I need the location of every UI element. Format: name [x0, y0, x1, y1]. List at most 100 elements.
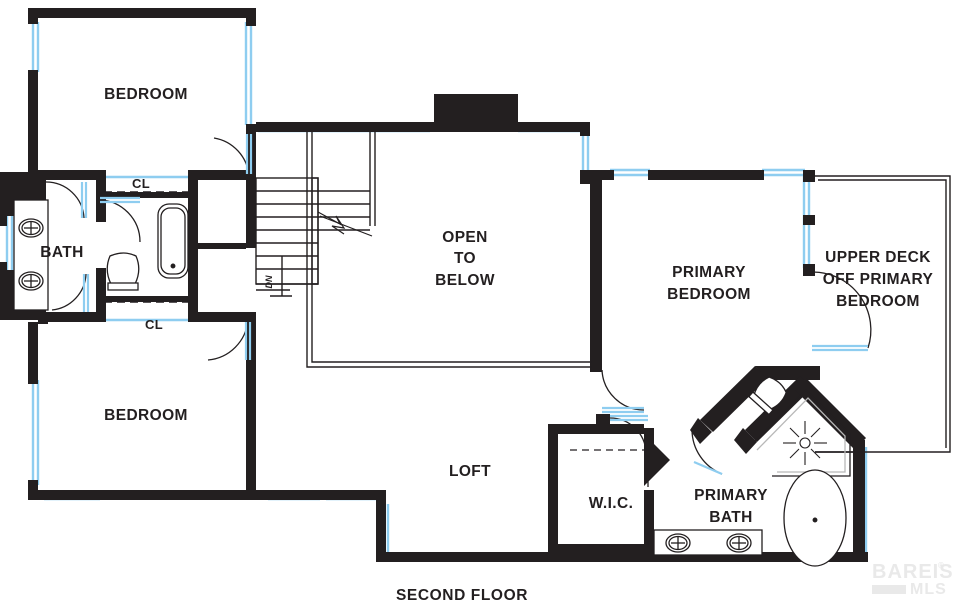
wall-ul-bed-right-upper — [246, 8, 256, 26]
wall-layer — [0, 8, 868, 562]
wall-loft-bottom-left — [256, 490, 384, 500]
wall-cl-lower-right — [188, 302, 198, 322]
label-primary-bedroom: PRIMARY BEDROOM — [667, 264, 751, 303]
wall-loft-step-vert — [376, 490, 386, 560]
wall-ll-bed-bottom — [28, 490, 256, 500]
vanity-primary-bath — [653, 529, 763, 556]
wall-cl-lower-top — [96, 296, 198, 302]
door-arc-bath-lower — [51, 273, 87, 311]
wall-bath-partition-left-b — [96, 268, 106, 302]
wall-loft-bottom — [376, 552, 554, 562]
wall-cl-upper-base — [96, 192, 198, 198]
wall-bath-bottom-run — [548, 552, 868, 562]
wall-wic-angled-nub — [644, 434, 670, 486]
sink-bath-upper — [18, 218, 44, 238]
wall-bath-jamb-bottom — [0, 262, 7, 272]
soaking-tub-primary-bath — [783, 469, 847, 567]
wall-pbath-top — [755, 366, 820, 380]
door-arc-primary-bedroom — [601, 369, 645, 411]
wall-pb-right-lower — [803, 264, 815, 276]
wall-pbath-diag-inner — [745, 376, 812, 442]
svg-text:PRIMARY: PRIMARY — [694, 487, 768, 504]
sink-bath-lower — [18, 271, 44, 291]
wall-bath-jamb-top — [0, 216, 7, 226]
wall-pb-top-mid — [648, 170, 764, 180]
wall-ul-bed-corner-tl — [28, 8, 38, 24]
toilet-bath — [106, 252, 140, 291]
page-title: SECOND FLOOR — [396, 587, 528, 604]
wall-hall-top — [198, 170, 256, 180]
room-label-layer: BEDROOM BEDROOM BATH CL CL OPEN TO BELOW… — [40, 86, 933, 526]
wall-pb-window-mullion — [803, 215, 815, 225]
door-leaf-primary-bath — [693, 460, 723, 476]
label-upper-deck: UPPER DECK OFF PRIMARY BEDROOM — [823, 249, 934, 310]
wall-pbath-corner-w — [690, 418, 712, 444]
svg-text:UPPER DECK: UPPER DECK — [825, 249, 931, 266]
wall-bath-bottom — [38, 312, 98, 322]
deck-outline-inner — [818, 179, 947, 448]
wall-cl-lower-left — [96, 302, 106, 322]
staircase — [255, 177, 373, 297]
wall-wic-jamb — [596, 414, 610, 426]
sink-primary-left — [665, 533, 691, 553]
stair-break-line — [319, 215, 373, 237]
wall-ul-bed-left-lower — [28, 70, 38, 175]
wall-top-band-corner — [580, 122, 590, 136]
svg-text:BATH: BATH — [709, 509, 753, 526]
wall-wic-bottom — [548, 544, 648, 554]
svg-text:OFF PRIMARY: OFF PRIMARY — [823, 271, 934, 288]
wall-pb-left — [590, 170, 602, 370]
svg-text:BELOW: BELOW — [435, 272, 495, 289]
wall-wic-left — [548, 424, 558, 554]
wall-cl-upper-left — [96, 170, 106, 192]
label-loft: LOFT — [449, 463, 491, 480]
svg-text:OPEN: OPEN — [442, 229, 488, 246]
wall-ll-bed-corner — [38, 312, 48, 324]
rail-open-to-below-outer — [306, 132, 592, 368]
sink-primary-right — [726, 533, 752, 553]
deck-outline-outer — [815, 175, 951, 453]
shower-drain-sunburst — [783, 421, 827, 465]
wall-pbath-right — [853, 440, 865, 555]
wall-cl-upper-right — [188, 170, 198, 192]
wall-pbath-corner-s — [734, 428, 757, 454]
label-bath: BATH — [40, 244, 84, 261]
wall-hall-bottom — [198, 312, 256, 322]
label-open-to-below: OPEN TO BELOW — [435, 229, 495, 289]
svg-text:BEDROOM: BEDROOM — [836, 293, 920, 310]
watermark-brand: BAREIS — [872, 561, 954, 583]
toilet-primary-bath — [747, 376, 787, 416]
wall-bath-partition-left-a — [96, 198, 106, 222]
svg-text:PRIMARY: PRIMARY — [672, 264, 746, 281]
wall-pb-left-bottom — [590, 360, 602, 372]
svg-text:TO: TO — [454, 250, 476, 267]
watermark-sub: MLS — [910, 581, 947, 598]
label-bedroom-upper-left: BEDROOM — [104, 86, 188, 103]
wall-open-right-corner — [580, 170, 590, 184]
label-closet-upper: CL — [132, 176, 150, 191]
block-chimney-bumpout — [434, 94, 518, 132]
wall-pb-top-right — [803, 170, 815, 182]
closet-shelf-lines — [104, 191, 190, 303]
svg-text:BEDROOM: BEDROOM — [667, 286, 751, 303]
wall-wic-right-lower — [644, 490, 654, 552]
label-closet-lower: CL — [145, 317, 163, 332]
wall-jamb-top-a — [296, 122, 306, 132]
wall-stair-left-upper — [246, 178, 256, 248]
fixture-layer — [13, 191, 851, 567]
wall-ul-bed-top — [28, 8, 256, 18]
wall-wic-top — [548, 424, 644, 434]
watermark-registered: ® — [938, 561, 944, 570]
watermark-bar — [872, 585, 906, 594]
door-arc-wic — [609, 417, 647, 453]
wall-bath-top — [38, 170, 98, 180]
label-stair-direction-dn: DN — [264, 275, 274, 288]
label-walk-in-closet: W.I.C. — [589, 495, 634, 512]
vanity-bath — [13, 199, 49, 311]
watermark-bareis-mls: BAREIS ® MLS — [872, 561, 954, 598]
wall-top-band-left — [256, 122, 434, 132]
door-layer — [45, 134, 872, 476]
door-arc-deck — [811, 271, 872, 349]
